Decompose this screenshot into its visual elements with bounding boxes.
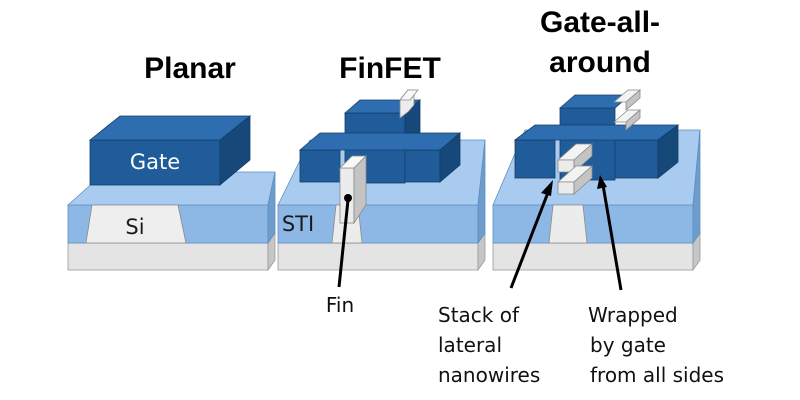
wrapped-callout-line1: Wrapped (588, 303, 678, 327)
gaa-base-pedestal (548, 204, 588, 244)
stack-callout-line2: lateral (438, 333, 502, 357)
planar-gate-front (89, 139, 221, 186)
finfet-fin-rear-top (399, 89, 419, 101)
gaa-gate-side (657, 124, 679, 179)
finfet-device: STI Fin (277, 89, 486, 317)
stack-callout-line3: nanowires (438, 363, 540, 387)
gaa-nanowire-rear-top-side (625, 89, 641, 111)
wrapped-callout: Wrapped by gate from all sides (588, 303, 724, 387)
fin-pointer-line (337, 199, 350, 288)
finfet-gate-front-left (299, 149, 341, 183)
title-gaa-line2: around (549, 46, 651, 79)
planar-oxide-side (267, 171, 276, 245)
planar-gate-label: Gate (130, 150, 180, 174)
planar-si-label: Si (125, 215, 144, 239)
finfet-gate-center-side (404, 99, 421, 134)
wrapped-callout-line2: by gate (590, 333, 666, 357)
gaa-nanowire-front-bottom-face (557, 181, 575, 195)
fin-pointer-dot (344, 194, 352, 202)
finfet-sti-label: STI (282, 212, 314, 236)
finfet-substrate-front (277, 242, 479, 271)
planar-gate-side (219, 115, 251, 186)
gaa-gate-front-left (514, 139, 556, 179)
finfet-oxide-side (477, 139, 486, 245)
gaa-device (492, 89, 701, 291)
wrapped-callout-line3: from all sides (590, 363, 724, 387)
title-gaa-line1: Gate-all- (540, 6, 660, 39)
wrapped-pointer-arrowhead (597, 175, 607, 189)
finfet-fin-front-side (353, 155, 367, 225)
finfet-gate-side (439, 132, 461, 183)
stack-pointer-line (509, 189, 551, 289)
stack-pointer-arrowhead (541, 180, 553, 196)
fin-label: Fin (326, 293, 354, 317)
gaa-gate-top-arms (513, 124, 680, 141)
gaa-oxide-side (692, 129, 701, 245)
gaa-oxide-front (492, 204, 694, 244)
gaa-nanowire-rear-bottom-side (625, 109, 641, 131)
wrapped-pointer-line (601, 184, 623, 291)
finfet-gate-top-arms (298, 132, 462, 151)
planar-substrate-front (67, 242, 269, 271)
stack-callout: Stack of lateral nanowires (438, 303, 540, 387)
title-planar: Planar (144, 52, 236, 85)
title-finfet: FinFET (339, 52, 441, 85)
planar-device: Gate Si (66, 115, 276, 272)
gaa-nanowire-front-bottom-side (573, 165, 593, 195)
stack-callout-line1: Stack of (438, 303, 520, 327)
planar-si-region (85, 204, 187, 244)
